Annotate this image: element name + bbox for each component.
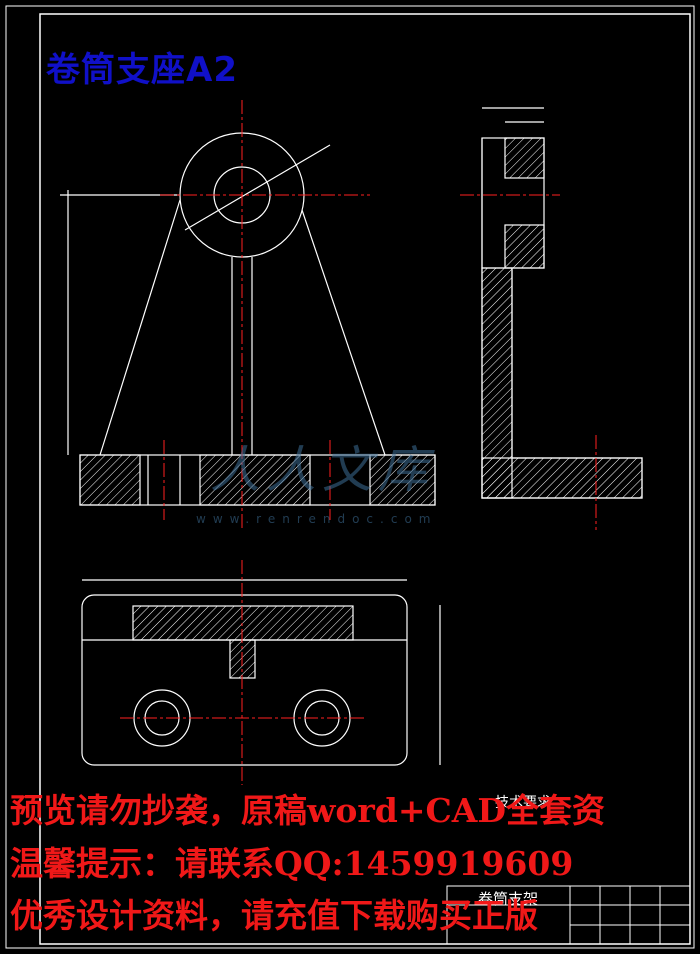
title-block-part-name: 卷筒支架 (478, 890, 539, 908)
rib-left (99, 199, 181, 456)
front-base-hatch-mid (199, 454, 311, 506)
side-view (481, 107, 643, 499)
front-view-centerlines (160, 100, 370, 530)
top-view-centerlines (120, 560, 365, 785)
side-view-centerlines (460, 194, 597, 530)
rib-right (301, 209, 386, 456)
tech-requirements-label: 技术要求 (495, 795, 551, 811)
front-base-hatch-left (79, 454, 141, 506)
drawing-title: 卷筒支座A2 (46, 50, 238, 90)
drawing-border-outer (5, 5, 695, 949)
top-rib-hatch (132, 605, 354, 641)
notice-line-1: 预览请勿抄袭，原稿word+CAD全套资 (10, 791, 606, 830)
side-mid-hatch (504, 224, 545, 269)
top-view (81, 579, 441, 766)
side-base-hatch (481, 457, 643, 499)
drawing-border-inner (39, 13, 691, 945)
title-block (446, 885, 691, 945)
notice-line-2: 温馨提示：请联系QQ:1459919609 (10, 844, 574, 883)
dim-diag (184, 144, 331, 231)
front-base-hatch-right (369, 454, 436, 506)
watermark-url: www.renrendoc.com (196, 512, 438, 526)
side-outline (481, 138, 643, 499)
top-plate-outline (81, 594, 408, 766)
watermark-logo-text: 人人文库 (210, 441, 434, 499)
side-top-hatch (504, 137, 545, 179)
notice-line-3: 优秀设计资料，请充值下载购买正版 (10, 896, 538, 935)
